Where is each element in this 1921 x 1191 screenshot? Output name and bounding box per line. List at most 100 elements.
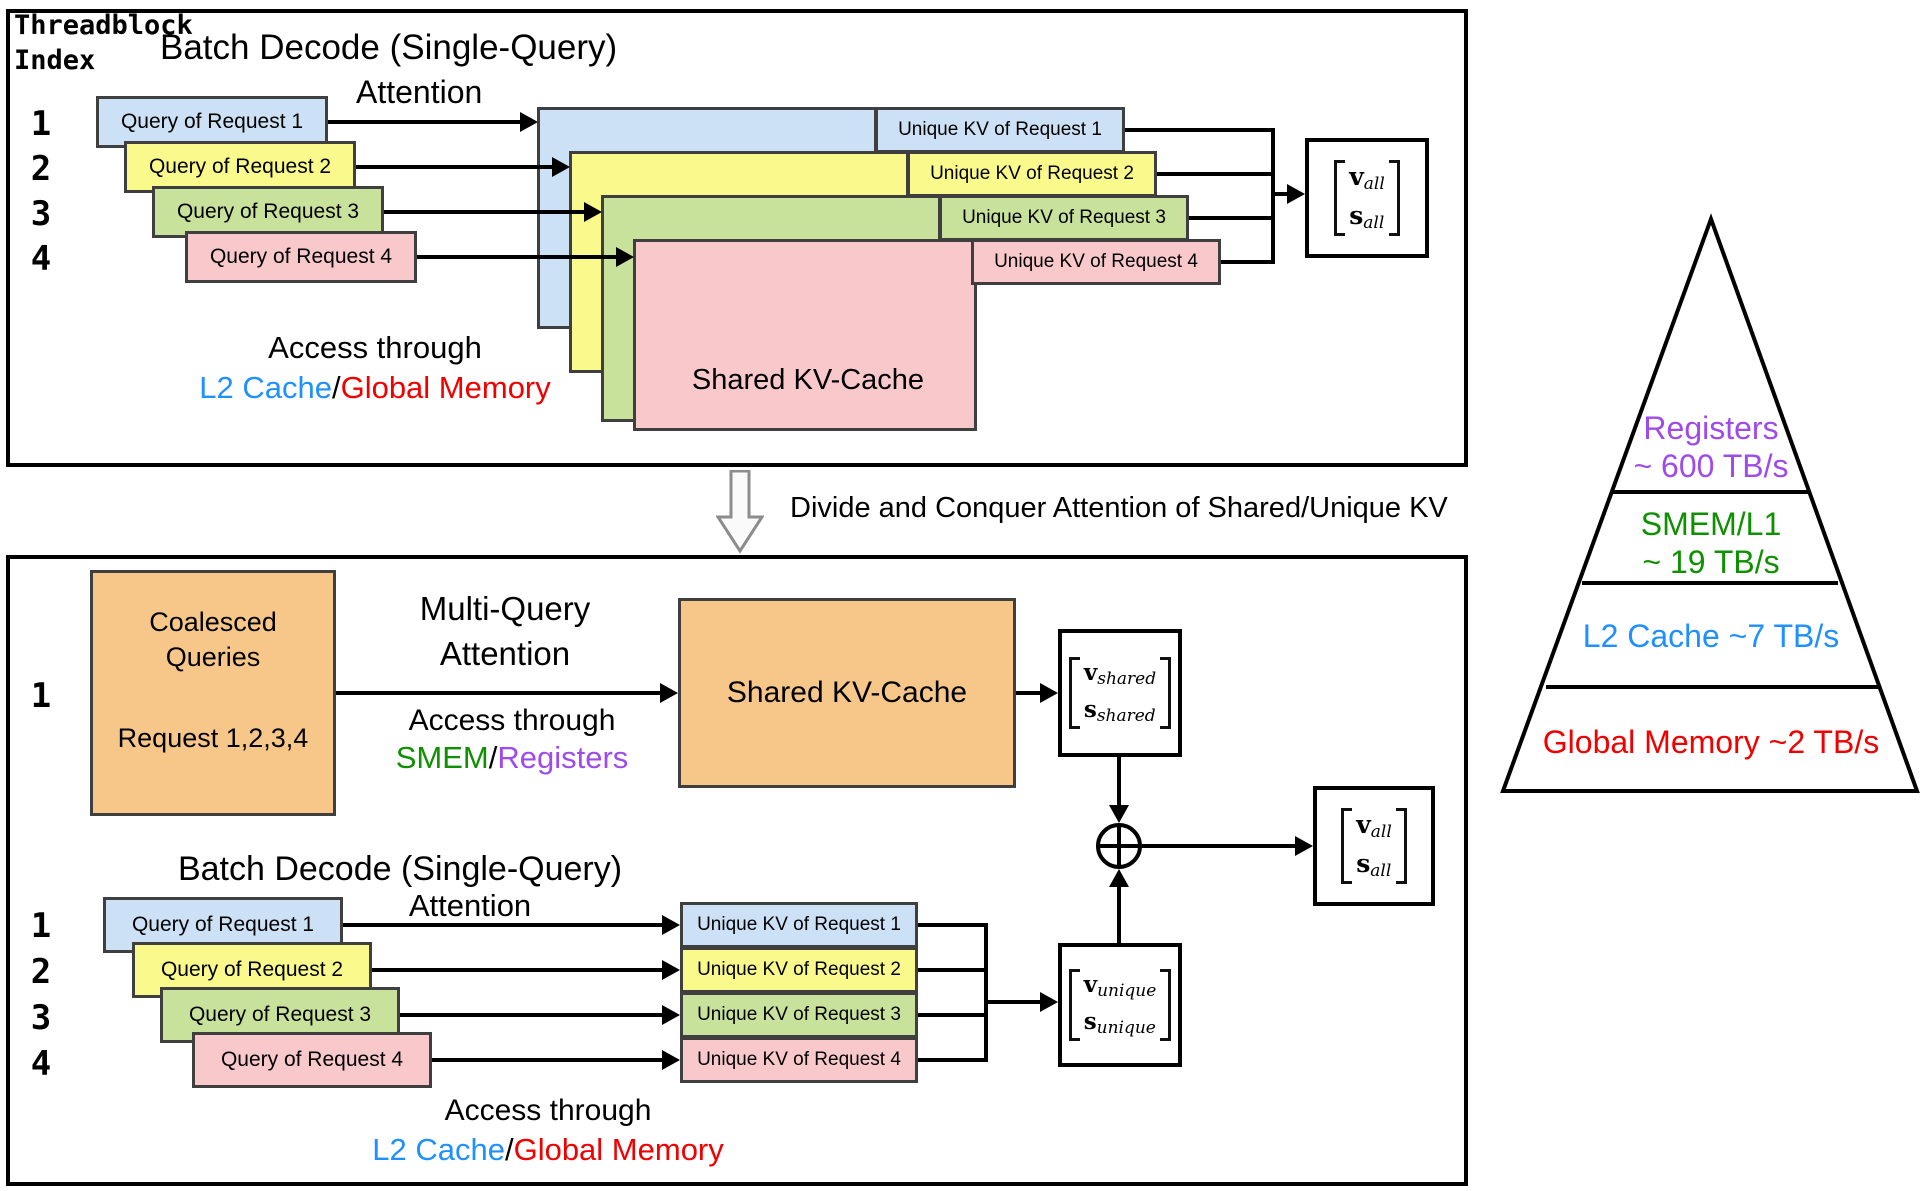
memory-pyramid [1500,213,1920,793]
vunique-vector: vunique sunique [1068,968,1172,1042]
bottom-wire-2 [918,968,988,972]
coalesced-requests: Request 1,2,3,4 [117,723,309,754]
top-wire-4 [1221,260,1275,264]
threadblock-line1: Threadblock [14,10,193,41]
vunique-row-s: sunique [1083,1008,1156,1039]
top-merge-arrow [1273,192,1287,196]
pyramid-smem-label: SMEM/L1 [1640,506,1782,542]
bottom-wire-3 [918,1013,988,1017]
vshared-row-s: sshared [1083,696,1156,727]
bottom-access-l2: L2 Cache [372,1132,505,1167]
top-access-global: Global Memory [340,370,551,405]
vunique-matrix: vunique sunique [1058,943,1182,1067]
multi-query-line1: Multi-Query [419,590,591,627]
bottom-wire-4 [918,1058,988,1062]
top-wire-1 [1125,128,1275,132]
top-access-l2: L2 Cache [199,370,332,405]
smem-label: SMEM [395,740,489,775]
bottom-access-smem-line1: Access through [408,704,616,737]
bottom-access-smem-line2: SMEM/Registers [352,740,672,776]
vunique-row-v: vunique [1083,970,1157,1001]
bottom-shared-kv-box: Shared KV-Cache [678,598,1016,788]
top-vall-row-v: vall [1349,161,1385,194]
merge-plus-icon [1096,823,1142,869]
bottom-attention-arrow-1 [343,923,662,927]
bottom-vall-row-s: sall [1356,849,1392,882]
bottom-attention-arrow-3 [400,1013,662,1017]
top-unique-kv-1: Unique KV of Request 1 [875,107,1125,153]
bottom-unique-kv-1: Unique KV of Request 1 [680,902,918,948]
shared-kv-out-arrow [1016,691,1040,695]
plus-to-vall-arrow [1142,844,1295,848]
top-unique-kv-4: Unique KV of Request 4 [971,239,1221,285]
top-access-line2: L2 Cache/Global Memory [160,370,590,406]
top-wire-2 [1157,172,1275,176]
vshared-matrix: vshared sshared [1058,629,1182,757]
bottom-collector-line [984,923,988,1062]
bottom-vall-matrix: vall sall [1313,786,1435,906]
vunique-to-plus-arrow [1117,887,1121,943]
bottom-unique-kv-2: Unique KV of Request 2 [680,947,918,993]
hollow-down-arrow-icon [716,470,764,554]
pyramid-smem-rate: ~ 19 TB/s [1642,544,1780,580]
bottom-vall-row-v: vall [1356,809,1392,842]
top-unique-kv-2: Unique KV of Request 2 [907,151,1157,197]
bottom-access-line1: Access through [444,1094,652,1127]
top-attention-arrow-2 [356,165,552,169]
registers-label: Registers [497,740,629,775]
coalesced-line2: Queries [165,642,261,673]
top-attention-arrow-1 [328,120,520,124]
pyramid-global-label: Global Memory ~2 TB/s [1542,724,1880,760]
top-vall-matrix: vall sall [1305,138,1429,258]
threadblock-index-label: Threadblock Index [14,8,193,78]
bottom-mq-index: 1 [30,676,52,716]
bottom-attention-arrow-4 [432,1058,662,1062]
multi-query-line2: Attention [439,635,571,672]
bottom-wire-1 [918,923,988,927]
top-index-1: 1 [30,104,52,144]
bottom-merge-arrow [986,1000,1040,1004]
vshared-row-v: vshared [1083,658,1157,689]
bottom-index-3: 3 [30,998,52,1038]
divider-label: Divide and Conquer Attention of Shared/U… [790,492,1448,524]
bottom-access-global: Global Memory [513,1132,724,1167]
bottom-access-sep: / [504,1132,514,1167]
top-index-3: 3 [30,194,52,234]
bottom-index-4: 4 [30,1044,52,1084]
top-index-4: 4 [30,239,52,279]
top-attention-arrow-4 [417,255,616,259]
vshared-vector: vshared sshared [1068,656,1172,730]
bottom-attention-label: Attention [408,888,532,923]
top-kv-block-4 [633,239,977,431]
top-unique-kv-3: Unique KV of Request 3 [939,195,1189,241]
bottom-query-4: Query of Request 4 [192,1032,432,1088]
pyramid-registers-rate: ~ 600 TB/s [1633,448,1789,484]
top-attention-label: Attention [356,74,483,110]
top-access-line1: Access through [268,330,482,365]
bottom-index-1: 1 [30,906,52,946]
top-title: Batch Decode (Single-Query) [160,28,618,67]
top-wire-3 [1189,216,1275,220]
coalesced-line1: Coalesced [149,607,277,637]
pyramid-l2-label: L2 Cache ~7 TB/s [1582,618,1840,654]
bottom-unique-kv-3: Unique KV of Request 3 [680,992,918,1038]
threadblock-line2: Index [14,45,96,77]
bottom-unique-kv-4: Unique KV of Request 4 [680,1037,918,1083]
bottom-vall-vector: vall sall [1341,807,1407,885]
bottom-batch-title: Batch Decode (Single-Query) [177,850,623,888]
top-vall-vector: vall sall [1334,159,1400,237]
bottom-access-line2: L2 Cache/Global Memory [343,1132,753,1168]
top-query-4: Query of Request 4 [185,231,417,283]
bottom-attention-arrow-2 [372,968,662,972]
coalesced-queries-box: Coalesced Queries Request 1,2,3,4 [90,570,336,816]
bottom-index-2: 2 [30,952,52,992]
top-access-sep: / [331,370,341,405]
top-query-3: Query of Request 3 [152,186,384,238]
top-panel-frame [6,9,1468,467]
top-attention-arrow-3 [384,210,584,214]
top-index-2: 2 [30,149,52,189]
pyramid-registers-label: Registers [1643,410,1779,446]
coalesced-title: Coalesced Queries [149,605,277,675]
top-collector-line [1271,128,1275,264]
